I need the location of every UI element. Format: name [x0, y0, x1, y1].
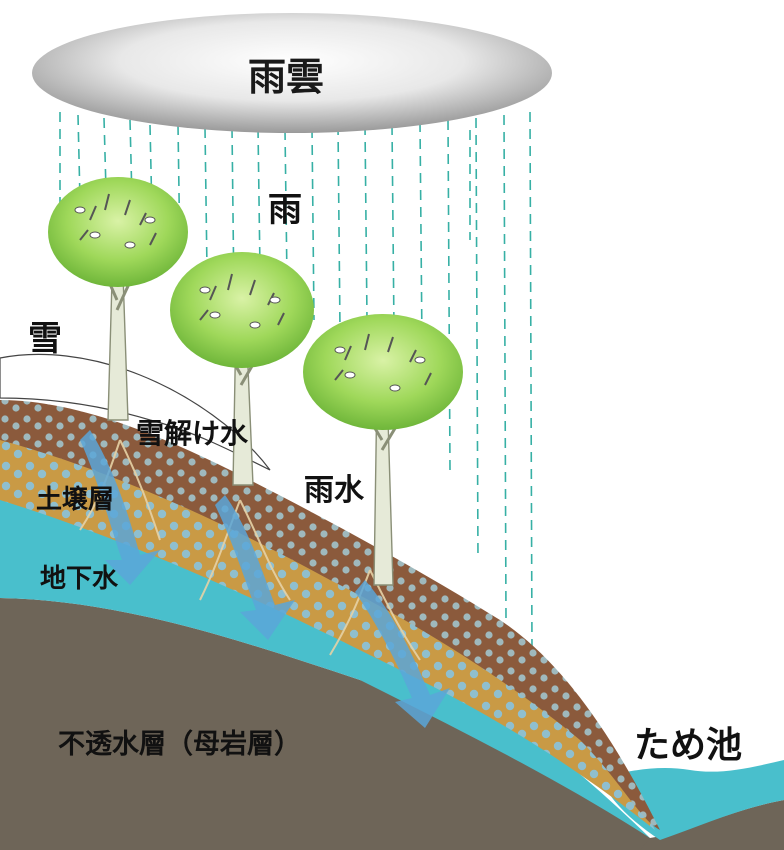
label-rain-cloud: 雨雲 [248, 55, 325, 99]
soil-layer [0, 425, 655, 830]
label-groundwater: 地下水 [40, 564, 119, 594]
tree-1 [48, 177, 188, 421]
label-soil-layer: 土壌層 [36, 485, 115, 515]
label-snow: 雪 [28, 319, 62, 359]
topsoil-layer [0, 400, 660, 830]
groundwater-layer [0, 470, 650, 838]
snowmelt-arrow [80, 430, 160, 585]
snow-cover [0, 353, 271, 471]
label-snowmelt: 雪解け水 [136, 417, 249, 450]
label-rain: 雨 [268, 190, 302, 230]
rainwater-arrow-2 [355, 580, 450, 728]
tree-3 [303, 314, 463, 586]
label-rainwater: 雨水 [304, 473, 364, 508]
label-pond: ため池 [634, 725, 743, 766]
pond-bank [640, 800, 784, 850]
rain-cloud [32, 13, 552, 133]
bedrock-layer [0, 598, 784, 850]
water-arrows [80, 430, 450, 728]
rainwater-arrow-1 [215, 495, 295, 640]
tree-2 [170, 252, 314, 486]
label-bedrock: 不透水層（母岩層） [58, 729, 301, 760]
